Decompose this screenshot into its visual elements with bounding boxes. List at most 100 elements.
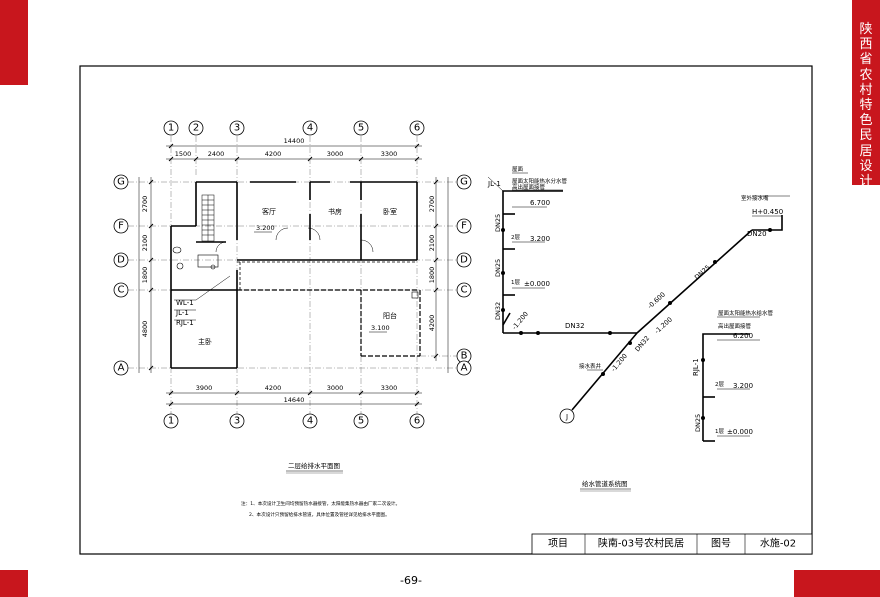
axis-left-g: G xyxy=(117,177,125,188)
heater-note-4: 高出屋面接管 xyxy=(718,322,752,330)
axis-top-4: 4 xyxy=(307,123,313,134)
dim-right: 2100 xyxy=(428,235,436,252)
heater-note-2: 高出屋面接管 xyxy=(512,183,546,191)
level-0000: ±0.000 xyxy=(524,280,550,288)
dn32-main: DN32 xyxy=(565,322,585,330)
room-living: 客厅 xyxy=(262,207,276,216)
room-study: 书房 xyxy=(328,207,342,216)
axis-bottom-3: 3 xyxy=(234,416,240,427)
axis-right-b: B xyxy=(461,351,468,362)
source-label: J xyxy=(565,413,568,421)
axis-top-3: 3 xyxy=(234,123,240,134)
tag-jl1-system: JL-1 xyxy=(487,180,501,188)
dim-bottom: 3900 xyxy=(196,384,213,392)
dim-right: 1800 xyxy=(428,267,436,284)
walls xyxy=(170,181,418,369)
plan-title: 二层给排水平面图 xyxy=(288,461,340,470)
axis-right-a: A xyxy=(461,363,468,374)
tag-rjl1-system: RJL-1 xyxy=(692,358,700,376)
axis-bottom-1: 1 xyxy=(168,416,174,427)
dim-top: 3300 xyxy=(381,150,398,158)
dim-right: 4200 xyxy=(428,315,436,332)
axis-top-5: 5 xyxy=(358,123,364,134)
note-1: 注：1、本次设计卫生间均预留热水器接管，太阳能集热水器由厂家二次设计。 xyxy=(241,500,400,507)
dim-right: 2700 xyxy=(428,196,436,213)
axis-left-c: C xyxy=(118,285,125,296)
note-2: 2、本次设计只预留给排水管道，具体位置及管径详见给排水平面图。 xyxy=(249,511,390,518)
level-6200: 6.200 xyxy=(733,332,753,340)
right-red-tab: 陕西省农村特色民居设计图集 xyxy=(852,0,880,219)
left-red-bar xyxy=(0,0,28,85)
outdoor-tap-label: 室外接水嘴 xyxy=(741,194,769,202)
dim-bottom: 4200 xyxy=(265,384,282,392)
elev-balcony: 3.100 xyxy=(371,324,390,332)
axis-top-1: 1 xyxy=(168,123,174,134)
level-h450: H+0.450 xyxy=(752,208,783,216)
dim-total-bottom: 14640 xyxy=(284,396,305,404)
dim-bottom: 3300 xyxy=(381,384,398,392)
dn32-c: DN32 xyxy=(633,334,651,353)
dim-left: 1800 xyxy=(141,267,149,284)
label-2l-b: 2层 xyxy=(715,381,724,388)
axis-bubble xyxy=(163,120,179,136)
drawing-frame xyxy=(79,65,813,555)
axis-top-2: 2 xyxy=(193,123,199,134)
toilet xyxy=(172,246,182,254)
title-item-label: 项目 xyxy=(548,538,568,550)
dim-top: 1500 xyxy=(175,150,192,158)
label-1l-b: 1层 xyxy=(715,428,724,435)
floor-drain xyxy=(176,262,184,270)
page-number: -69- xyxy=(400,574,422,587)
system-title: 给水管道系统图 xyxy=(582,479,628,488)
level-0000-b: ±0.000 xyxy=(727,428,753,436)
level-minus-1200-a: -1.200 xyxy=(653,316,674,336)
room-bedroom: 卧室 xyxy=(383,207,397,216)
level-minus-600: -0.600 xyxy=(646,291,667,311)
pipe-lines xyxy=(502,190,783,442)
dim-bottom: 3000 xyxy=(327,384,344,392)
floor-plan: 1 2 3 4 5 6 1 3 4 5 6 G F D C A G F D C … xyxy=(113,120,472,518)
axis-top-6: 6 xyxy=(414,123,420,134)
room-balcony: 阳台 xyxy=(383,311,397,320)
dn32-b: DN32 xyxy=(494,302,502,320)
sink xyxy=(197,254,219,268)
tag-wl1: WL-1 xyxy=(176,299,194,307)
dim-left: 4800 xyxy=(141,321,149,338)
axis-left-d: D xyxy=(117,255,125,266)
tag-rjl1: RJL-1 xyxy=(176,319,194,327)
axis-bottom-6: 6 xyxy=(414,416,420,427)
elev-living: 3.200 xyxy=(256,224,275,232)
dn20: DN20 xyxy=(747,230,767,238)
dim-top: 3000 xyxy=(327,150,344,158)
footer-bar: -69- xyxy=(0,570,880,597)
level-3200-b: 3.200 xyxy=(733,382,753,390)
axis-right-g: G xyxy=(460,177,468,188)
title-no-label: 图号 xyxy=(711,538,731,550)
axis-right-d: D xyxy=(460,255,468,266)
axis-bottom-4: 4 xyxy=(307,416,313,427)
dim-left: 2700 xyxy=(141,196,149,213)
label-2l: 2层 xyxy=(511,234,520,241)
level-minus-1200-c: -1.200 xyxy=(510,310,530,331)
dim-total-top: 14400 xyxy=(284,137,305,145)
source-bubble xyxy=(559,408,575,424)
dn25-c: DN25 xyxy=(693,263,712,281)
dn25-d: DN25 xyxy=(694,414,702,432)
dn25-a: DN25 xyxy=(494,214,502,232)
label-1l: 1层 xyxy=(511,279,520,286)
title-block: 项目 陕南-03号农村民居 图号 水施-02 xyxy=(531,533,813,555)
room-master: 主卧 xyxy=(198,337,212,346)
heater-note-3: 屋面太阳能热水给水管 xyxy=(718,309,774,317)
side-title: 陕西省农村特色民居设计图集 xyxy=(859,22,873,220)
tag-jl1: JL-1 xyxy=(175,309,189,317)
level-6700: 6.700 xyxy=(530,199,550,207)
title-item-value: 陕南-03号农村民居 xyxy=(598,537,684,550)
footer-white-band: -69- xyxy=(28,570,794,597)
heater-note-1: 屋面太阳能热水分水管 xyxy=(512,177,568,185)
axis-left-a: A xyxy=(118,363,125,374)
dim-left: 2100 xyxy=(141,235,149,252)
roof-label: 屋面 xyxy=(512,166,524,173)
water-system-diagram: J 屋面 屋面太阳能热水分水管 高出屋面接管 屋面太阳能热水给水管 高出屋面接管… xyxy=(487,166,790,492)
meter-label: 接水表井 xyxy=(579,362,602,370)
